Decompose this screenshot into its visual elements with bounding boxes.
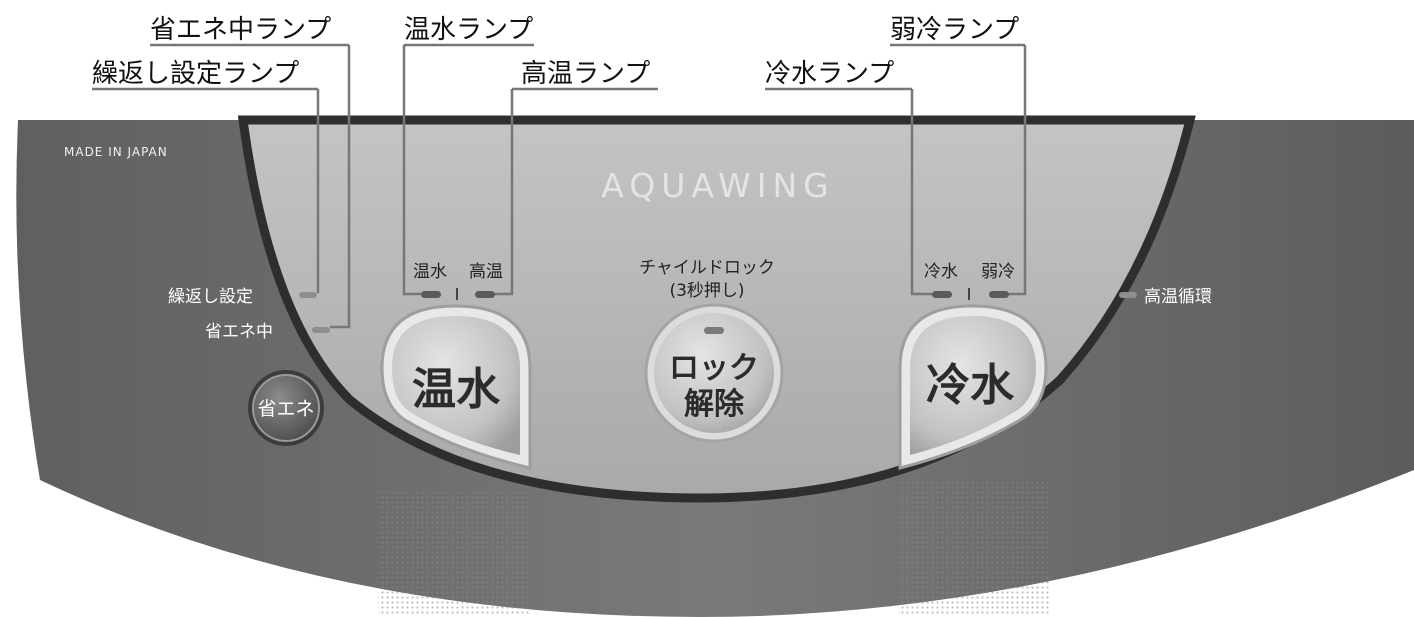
grille-right [898, 482, 1050, 614]
high-temp-circulation-lamp [1119, 292, 1137, 298]
made-in-japan-label: MADE IN JAPAN [64, 145, 168, 159]
child-lock-label: チャイルドロック [639, 258, 775, 278]
lamp-divider [456, 288, 458, 300]
cold-water-lamp [932, 291, 952, 298]
repeat-setting-lamp [299, 292, 317, 298]
brand-logo: AQUAWING [601, 166, 835, 205]
eco-button-label: 省エネ [257, 398, 314, 420]
repeat-setting-label: 繰返し設定 [168, 287, 253, 307]
eco-mode-label: 省エネ中 [205, 322, 273, 342]
lamp-divider-cold [968, 288, 970, 300]
unlock-button[interactable]: ロック 解除 [644, 303, 784, 443]
unlock-lamp [704, 327, 724, 334]
hot-water-button-label: 温水 [412, 364, 501, 415]
unlock-button-label-line1: ロック [669, 351, 759, 386]
callout-hot-lamp: 温水ランプ [404, 15, 533, 45]
hot-water-label: 温水 [413, 262, 447, 282]
leader-repeat-lamp [316, 89, 320, 294]
unlock-button-label-line2: 解除 [684, 387, 745, 422]
leader-hot-lamp [402, 45, 421, 296]
eco-button[interactable]: 省エネ [248, 370, 324, 446]
weak-cold-lamp [989, 291, 1009, 298]
callout-repeat-lamp: 繰返し設定ランプ [92, 59, 299, 89]
cold-water-label: 冷水 [924, 262, 958, 282]
eco-mode-lamp [312, 327, 330, 333]
child-lock-hint: (3秒押し) [669, 281, 744, 301]
callout-high-temp-lamp: 高温ランプ [521, 59, 650, 89]
grille-left [378, 492, 530, 614]
hot-water-lamp [421, 291, 441, 298]
weak-cold-label: 弱冷 [981, 262, 1015, 282]
callout-eco-lamp: 省エネ中ランプ [150, 15, 331, 45]
high-temp-circulation-label: 高温循環 [1144, 287, 1212, 307]
leader-cold-lamp [910, 89, 932, 296]
high-temp-lamp [475, 291, 495, 298]
leader-eco-lamp [330, 45, 351, 329]
cold-water-button-label: 冷水 [926, 360, 1015, 411]
callout-weak-cold-lamp: 弱冷ランプ [890, 15, 1019, 45]
cold-water-button[interactable]: 冷水 [898, 304, 1048, 470]
high-temp-label: 高温 [469, 262, 503, 282]
hot-water-button[interactable]: 温水 [380, 304, 532, 470]
leader-high-temp-lamp [495, 89, 514, 296]
callout-cold-lamp: 冷水ランプ [765, 59, 894, 89]
leader-weak-cold-lamp [1009, 45, 1027, 296]
